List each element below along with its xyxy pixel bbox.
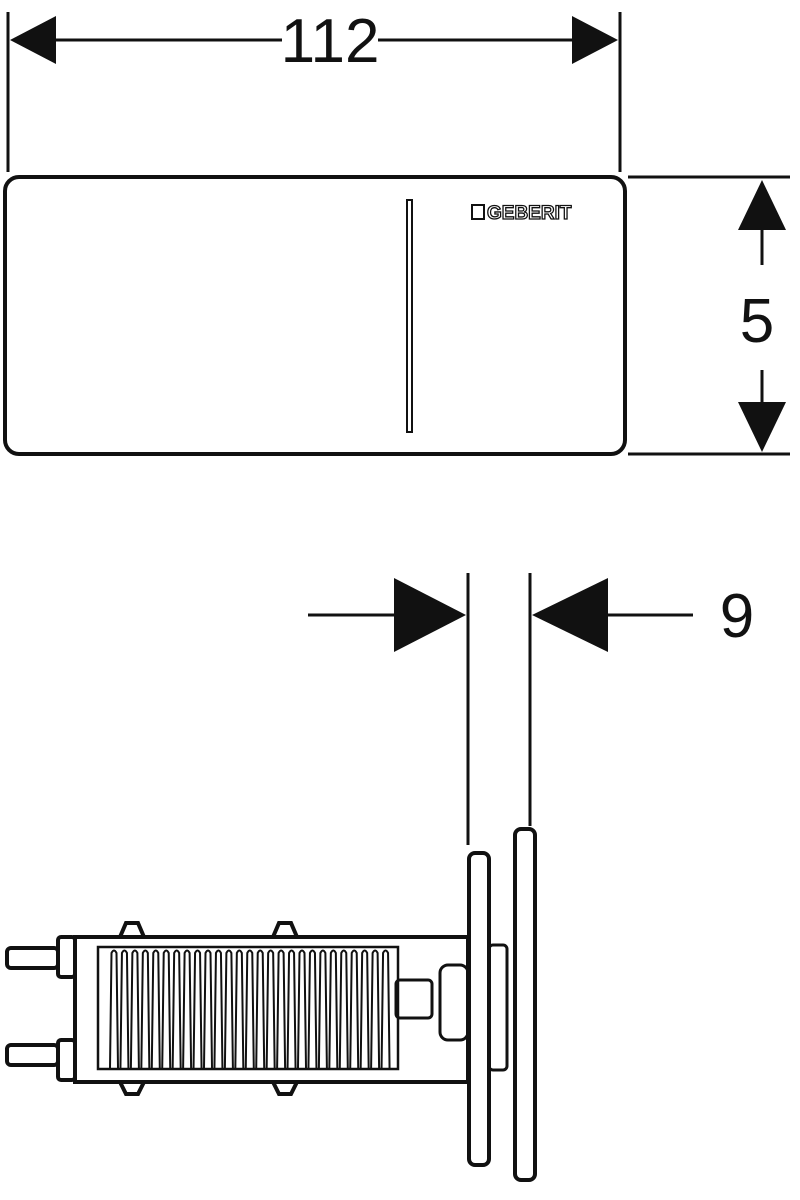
bellows-housing <box>96 945 400 1071</box>
bellows-fin <box>109 949 119 1069</box>
actuator-housing <box>73 935 470 1084</box>
brand-logo: GEBERIT <box>487 203 572 224</box>
arrow-left-icon <box>10 16 56 64</box>
bellows-fin <box>140 949 151 1069</box>
logo-square-icon <box>471 204 485 220</box>
arrow-right-icon <box>394 578 466 652</box>
bellows-fin <box>307 949 318 1069</box>
clip <box>271 921 299 938</box>
bellows-fin <box>192 949 203 1069</box>
flush-plate-side <box>513 827 537 1182</box>
bellows-fin <box>370 949 381 1069</box>
bellows-fin <box>119 949 130 1069</box>
plate-slot <box>406 199 413 433</box>
bellows-fin <box>223 949 234 1069</box>
bellows-fin <box>338 949 349 1069</box>
width-label: 112 <box>281 7 380 76</box>
bellows-fin <box>161 949 172 1069</box>
bellows-fin <box>328 949 339 1069</box>
hose-connector-top <box>5 935 77 979</box>
side-view-mechanism <box>5 827 537 1182</box>
bellows-fin <box>150 949 161 1069</box>
plunger <box>394 978 434 1020</box>
bellows-fin <box>203 949 213 1069</box>
plunger-base <box>438 963 470 1042</box>
arrow-down-icon <box>738 402 786 452</box>
clip <box>118 921 146 938</box>
bellows-fin <box>234 949 245 1069</box>
width-dimension <box>6 12 622 172</box>
hose-connector-bottom <box>5 1038 77 1082</box>
bellows-fin <box>297 949 307 1069</box>
clip <box>118 1081 146 1096</box>
arrow-up-icon <box>738 180 786 230</box>
bellows-fin <box>380 949 391 1069</box>
bellows-fin <box>213 949 224 1069</box>
bellows-fin <box>317 949 328 1069</box>
depth-label: 9 <box>720 582 754 651</box>
bellows-fin <box>276 949 287 1069</box>
bellows-fin <box>182 949 193 1069</box>
clip <box>271 1081 299 1096</box>
bellows-fin <box>286 949 297 1069</box>
bellows-fin <box>265 949 276 1069</box>
mounting-frame <box>467 851 491 1167</box>
coupling <box>487 943 509 1072</box>
bellows-fin <box>359 949 370 1069</box>
depth-dimension <box>308 573 693 845</box>
bellows-fin <box>255 949 266 1069</box>
bellows-fin <box>244 949 255 1069</box>
flush-plate-front <box>3 175 627 456</box>
arrow-left-icon <box>532 578 608 652</box>
bellows-fin <box>171 949 182 1069</box>
arrow-right-icon <box>572 16 618 64</box>
height-dimension <box>628 175 790 456</box>
bellows-fin <box>129 949 140 1069</box>
height-label: 5 <box>740 287 774 356</box>
bellows-fin <box>349 949 360 1069</box>
